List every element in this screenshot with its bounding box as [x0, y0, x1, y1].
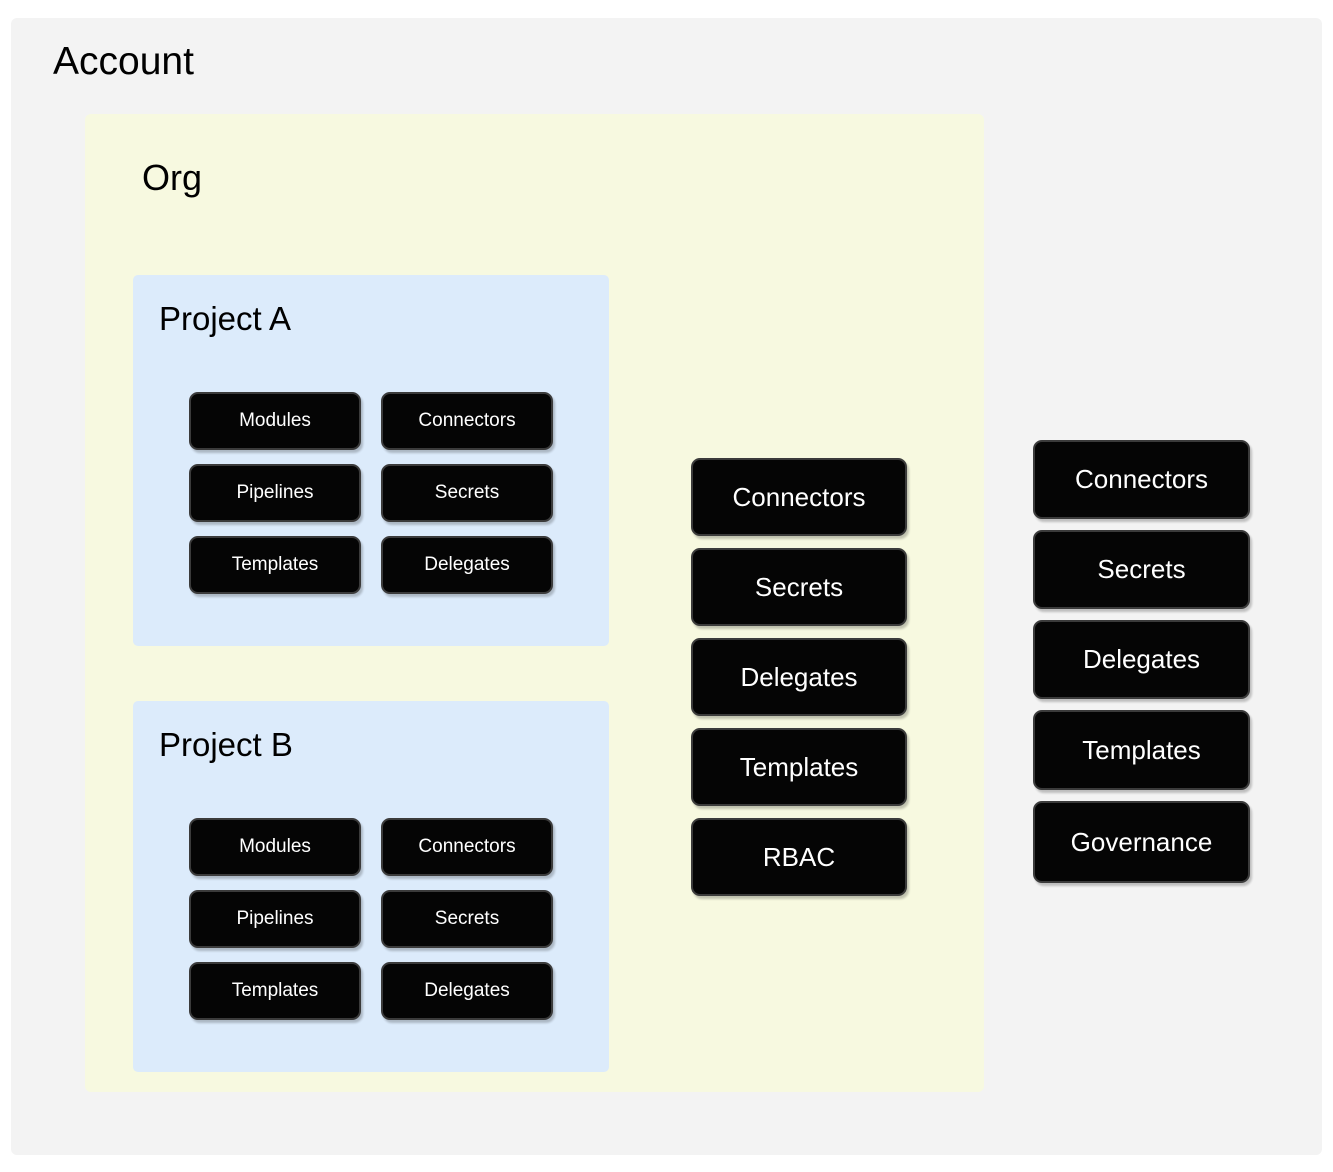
- project-b-panel: Project B Modules Connectors Pipelines S…: [133, 701, 609, 1072]
- account-resource-secrets[interactable]: Secrets: [1033, 530, 1250, 609]
- project-a-resource-secrets[interactable]: Secrets: [381, 464, 553, 522]
- account-scope-label: Account: [53, 40, 194, 83]
- org-resource-secrets[interactable]: Secrets: [691, 548, 907, 626]
- org-resource-connectors[interactable]: Connectors: [691, 458, 907, 536]
- org-resource-delegates[interactable]: Delegates: [691, 638, 907, 716]
- org-scope-panel: Org Project A Modules Connectors Pipelin…: [85, 114, 984, 1092]
- account-resource-connectors[interactable]: Connectors: [1033, 440, 1250, 519]
- project-b-resource-connectors[interactable]: Connectors: [381, 818, 553, 876]
- project-a-resource-delegates[interactable]: Delegates: [381, 536, 553, 594]
- project-a-resource-grid: Modules Connectors Pipelines Secrets Tem…: [189, 392, 553, 594]
- project-a-resource-pipelines[interactable]: Pipelines: [189, 464, 361, 522]
- project-a-resource-modules[interactable]: Modules: [189, 392, 361, 450]
- account-resource-column: Connectors Secrets Delegates Templates G…: [1033, 440, 1250, 883]
- project-b-resource-pipelines[interactable]: Pipelines: [189, 890, 361, 948]
- org-scope-label: Org: [142, 157, 203, 198]
- project-a-label: Project A: [159, 300, 292, 337]
- project-a-panel: Project A Modules Connectors Pipelines S…: [133, 275, 609, 646]
- org-resource-templates[interactable]: Templates: [691, 728, 907, 806]
- account-scope-panel: Account Org Project A Modules Connectors…: [11, 18, 1322, 1155]
- project-b-resource-secrets[interactable]: Secrets: [381, 890, 553, 948]
- project-b-resource-grid: Modules Connectors Pipelines Secrets Tem…: [189, 818, 553, 1020]
- org-resource-column: Connectors Secrets Delegates Templates R…: [691, 458, 907, 896]
- project-a-resource-connectors[interactable]: Connectors: [381, 392, 553, 450]
- account-resource-delegates[interactable]: Delegates: [1033, 620, 1250, 699]
- project-b-resource-templates[interactable]: Templates: [189, 962, 361, 1020]
- account-resource-templates[interactable]: Templates: [1033, 710, 1250, 790]
- project-a-resource-templates[interactable]: Templates: [189, 536, 361, 594]
- org-resource-rbac[interactable]: RBAC: [691, 818, 907, 896]
- project-b-resource-modules[interactable]: Modules: [189, 818, 361, 876]
- account-resource-governance[interactable]: Governance: [1033, 801, 1250, 883]
- project-b-label: Project B: [159, 726, 293, 763]
- project-b-resource-delegates[interactable]: Delegates: [381, 962, 553, 1020]
